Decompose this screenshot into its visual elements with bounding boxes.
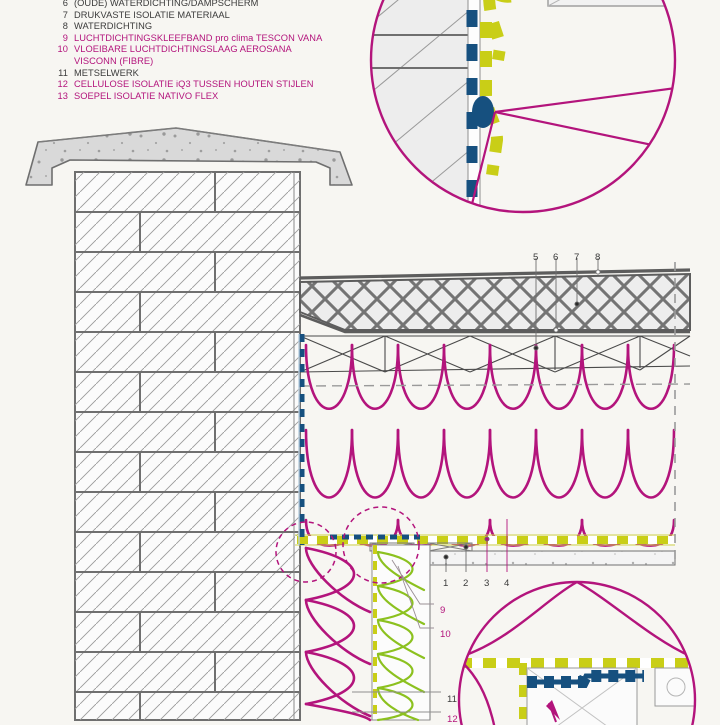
callout-wall-number: 9 [440,605,446,616]
legend-row: 8 WATERDICHTING [0,21,340,33]
callout-roof-number: 6 [553,252,559,263]
detail-circle-bottom-content [459,582,695,725]
callout-roof-number: 8 [595,252,601,263]
legend-row: 12 CELLULOSE ISOLATIE iQ3 TUSSEN HOUTEN S… [0,79,340,91]
roof-insulation-loops [304,343,676,547]
leaders-roof [533,258,601,351]
masonry-wall [74,171,301,721]
leaders-ceiling [443,519,508,572]
wall-airtight-membrane [298,334,305,545]
legend-number: 10 [57,44,68,55]
legend-label: DRUKVASTE ISOLATIE MATERIAAL [74,9,230,20]
legend-row: 11 METSELWERK [0,68,340,80]
legend-number: 13 [57,90,68,101]
legend-number: 11 [58,67,68,78]
roof-assembly [299,268,691,373]
legend-label: METSELWERK [74,67,139,78]
detail-circle-bottom [457,580,697,725]
callout-roof-number: 7 [574,252,580,263]
legend-label: VISCONN (FIBRE) [74,55,154,66]
callout-roof-number: 5 [533,252,539,263]
ceiling-slab [369,542,676,566]
legend-row: 13 SOEPEL ISOLATIE NATIVO FLEX [0,91,340,103]
callout-ceiling-number: 2 [463,578,469,589]
legend-label: WATERDICHTING [74,21,153,32]
roof-reference-line [299,383,691,387]
flex-insulation-zigzag [376,550,426,722]
callout-ceiling-number: 1 [443,578,449,589]
legend-number: 7 [62,9,68,20]
callout-ceiling-number: 4 [504,578,510,589]
legend-row: VISCONN (FIBRE) [0,56,340,68]
legend-number: 12 [57,79,68,90]
legend-label: SOEPEL ISOLATIE NATIVO FLEX [74,90,219,101]
legend-label: CELLULOSE ISOLATIE iQ3 TUSSEN HOUTEN STI… [74,79,314,90]
concrete-coping [25,127,353,186]
detail-marker-left [275,521,337,583]
leaders-wall [391,559,434,629]
callout-wall-number: 10 [440,629,451,640]
legend-row: 7 DRUKVASTE ISOLATIE MATERIAAL [0,10,340,22]
legend-label: VLOEIBARE LUCHTDICHTINGSLAAG AEROSANA [74,44,292,55]
legend-list: 6 (OUDE) WATERDICHTING/DAMPSCHERM 7 DRUKVAS… [0,0,340,102]
callout-wall-number: 11 [447,694,457,705]
legend-row: 10 VLOEIBARE LUCHTDICHTINGSLAAG AEROSANA [0,44,340,56]
legend-number: 6 [62,0,68,8]
legend-label: LUCHTDICHTINGSKLEEFBAND pro clima TESCON… [74,32,323,43]
legend-row: 6 (OUDE) WATERDICHTING/DAMPSCHERM [0,0,340,10]
wall-insulation-zigzag [304,546,372,722]
detail-circle-top [369,0,677,214]
callout-ceiling-number: 3 [484,578,490,589]
legend-row: 9 LUCHTDICHTINGSKLEEFBAND pro clima TESCO… [0,33,340,45]
leaders-wall-lower [352,691,441,713]
legend-number: 9 [62,32,68,43]
detail-marker-right [342,506,420,584]
legend-label: (OUDE) WATERDICHTING/DAMPSCHERM [74,0,259,8]
legend-number: 8 [62,21,68,32]
